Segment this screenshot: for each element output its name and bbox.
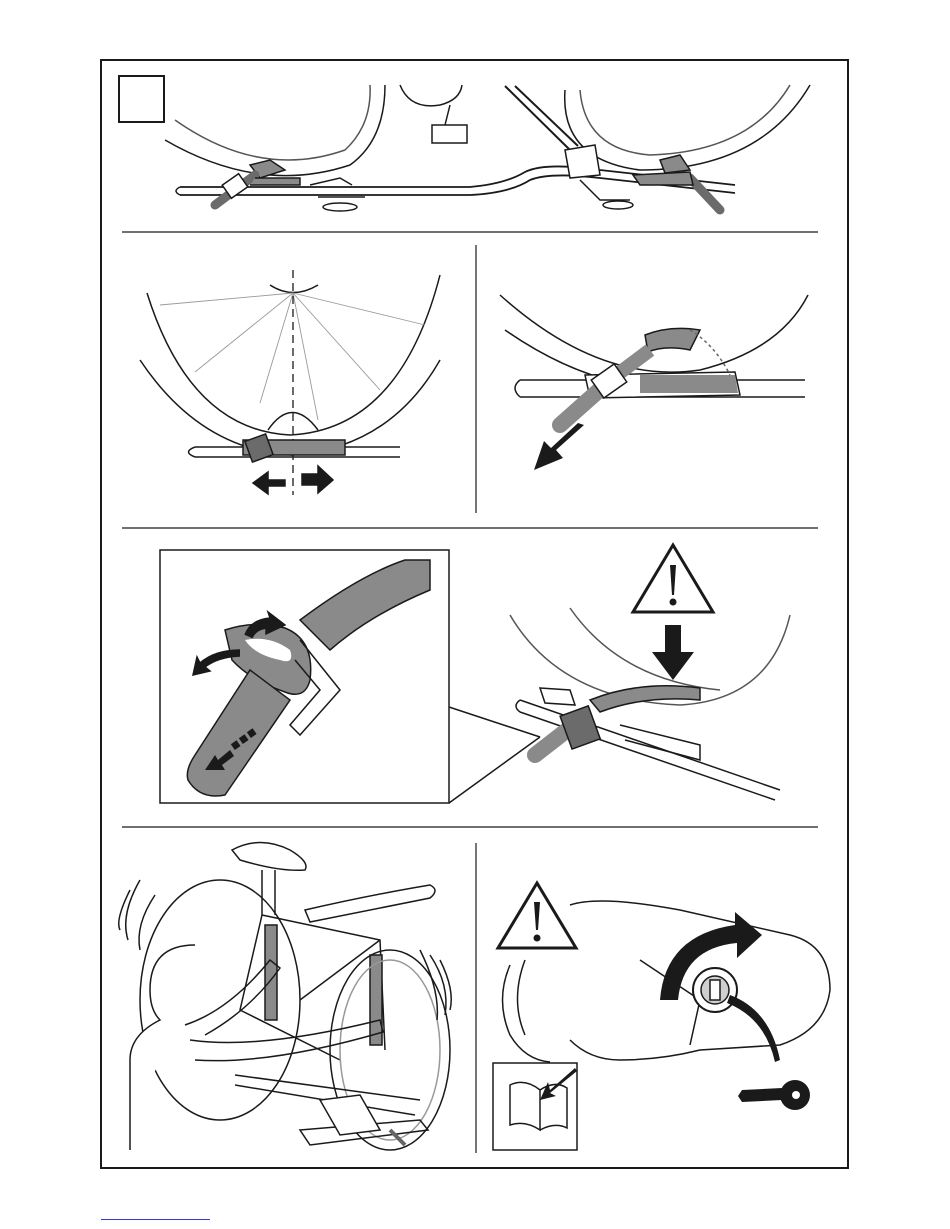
warning-triangle-icon [498, 883, 576, 948]
footer-rule [101, 1219, 210, 1220]
warning-triangle-icon [633, 545, 713, 612]
center-wheel-panel [140, 270, 440, 495]
step-number-box [119, 76, 164, 122]
mount-bike-panel [119, 843, 452, 1151]
pull-strap-panel [500, 295, 808, 470]
manual-book-icon [493, 1063, 577, 1150]
lock-warning-panel [493, 883, 830, 1150]
overview-panel [165, 85, 810, 211]
press-warning-panel [510, 545, 790, 800]
strap-release-detail-panel [160, 550, 540, 803]
lock-cylinder-icon [693, 968, 737, 1012]
key-icon [738, 1080, 810, 1110]
